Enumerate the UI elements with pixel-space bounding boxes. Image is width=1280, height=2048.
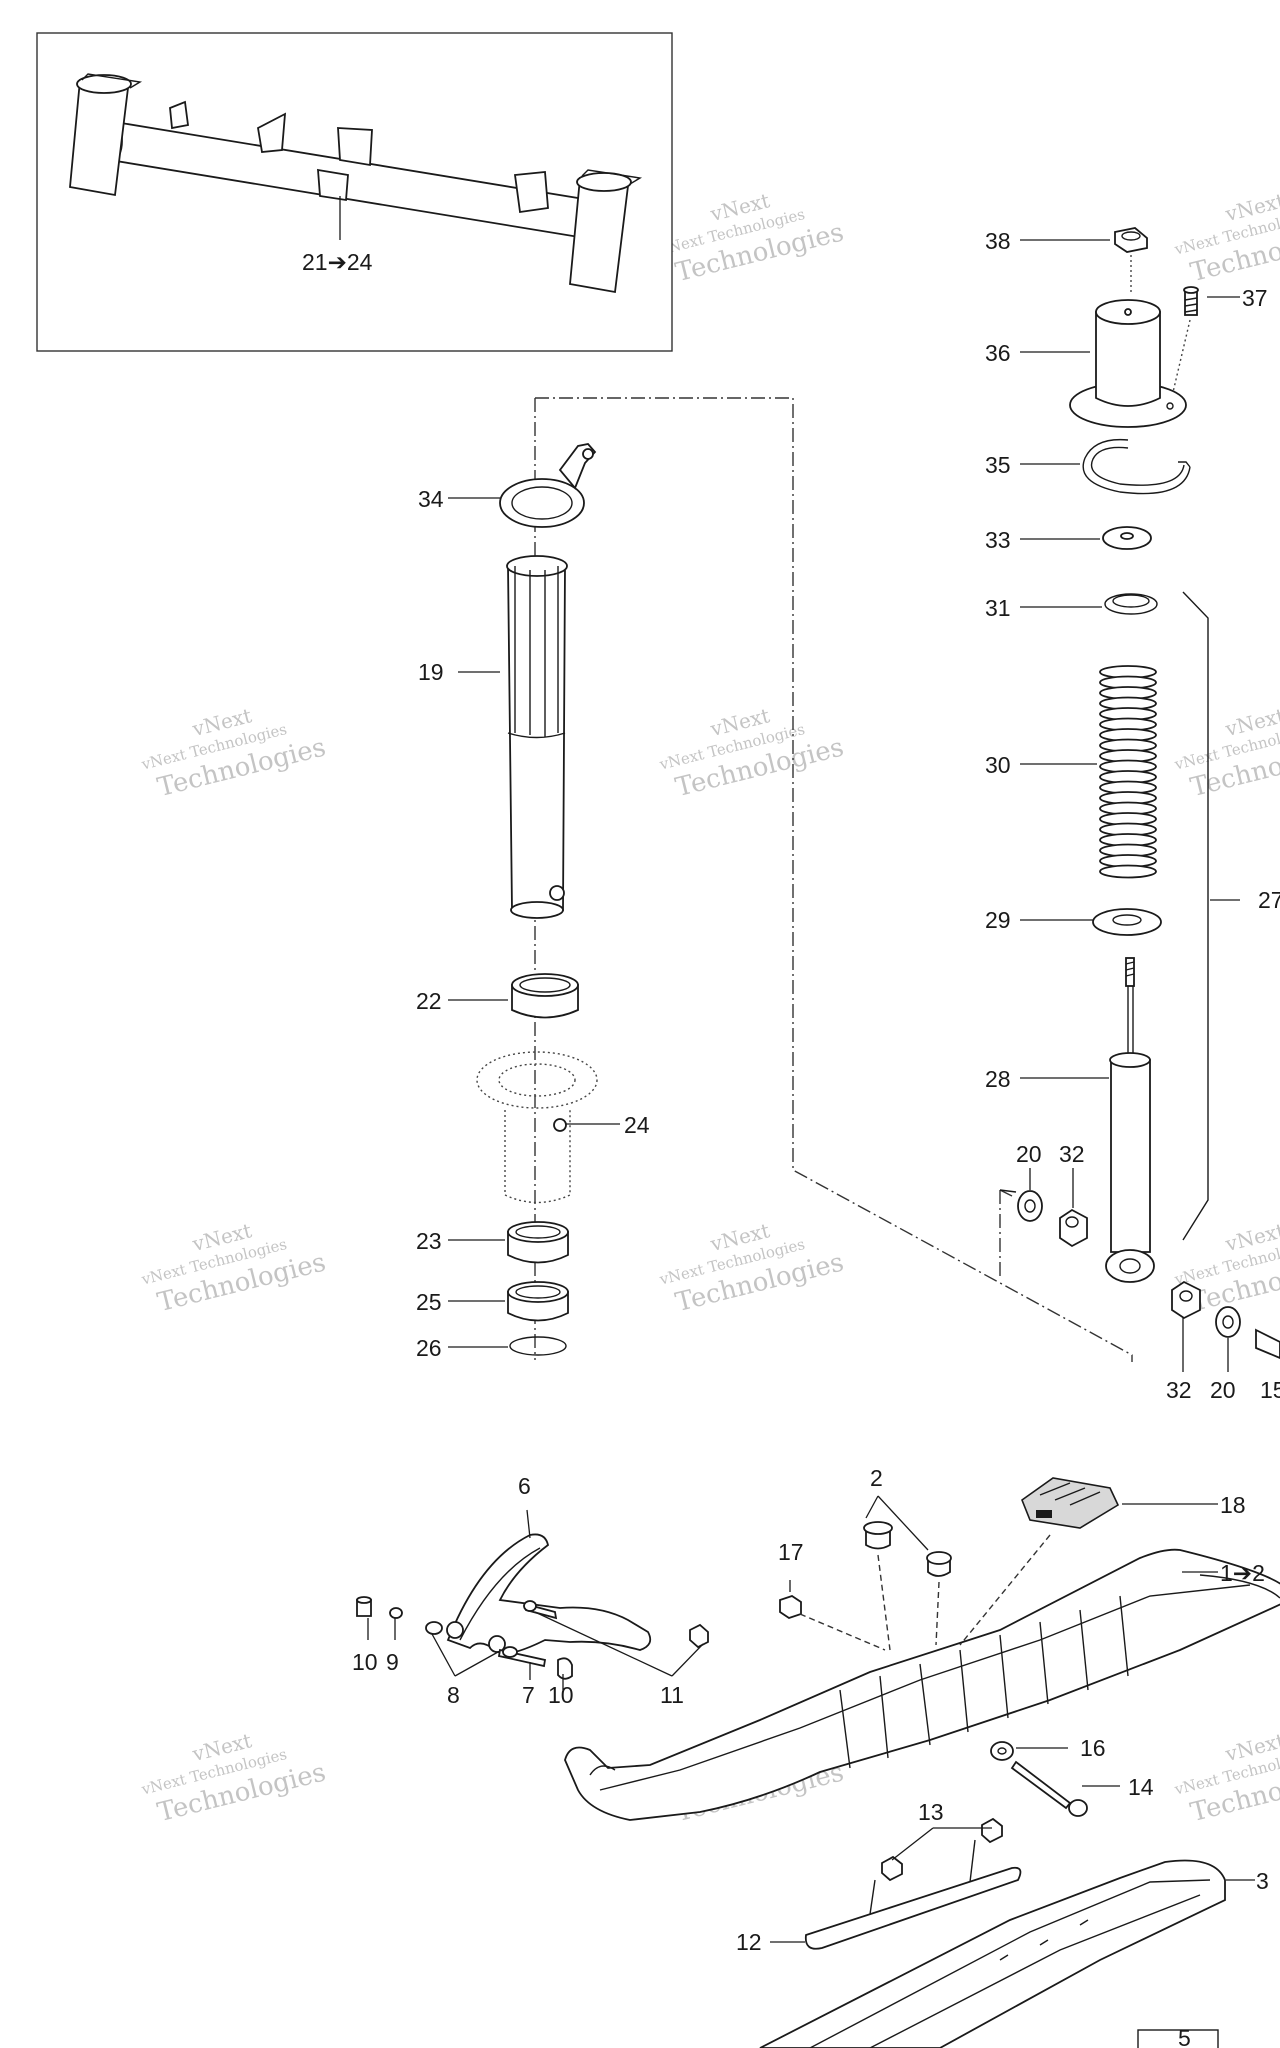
- front-frame-assembly-drawing: [69, 73, 643, 294]
- ski-pad-18-drawing: [1021, 1477, 1120, 1529]
- callout-19: 19: [418, 659, 444, 685]
- ski-1-drawing: [564, 1548, 1280, 1821]
- callout-26: 26: [416, 1335, 442, 1361]
- callout-9: 9: [386, 1649, 399, 1675]
- callout-3: 3: [1256, 1868, 1269, 1894]
- bushing-23-drawing: [507, 1221, 569, 1264]
- inset-frame-panel: 21➔24: [36, 32, 673, 352]
- callout-36: 36: [985, 340, 1011, 366]
- shock-hardware-left-drawing: [1017, 1190, 1088, 1248]
- callout-38: 38: [985, 228, 1011, 254]
- top-mount-36-drawing: [1069, 299, 1187, 428]
- label-box-5: [1137, 2029, 1219, 2048]
- spindle-housing-drawing: [476, 1051, 598, 1204]
- shock-absorber-28-drawing: [1105, 957, 1155, 1283]
- spindle-tube-drawing: [506, 555, 568, 919]
- callout-10-right: 10: [548, 1682, 574, 1708]
- callout-33: 33: [985, 527, 1011, 553]
- callout-8: 8: [447, 1682, 460, 1708]
- callout-17: 17: [778, 1539, 804, 1565]
- callout-29: 29: [985, 907, 1011, 933]
- callout-21-24: 21➔24: [302, 249, 373, 275]
- grease-fitting-drawing: [553, 1118, 567, 1132]
- callout-31: 31: [985, 595, 1011, 621]
- callout-25: 25: [416, 1289, 442, 1315]
- spring-coil: [1099, 864, 1157, 879]
- callout-32-left: 32: [1059, 1141, 1085, 1167]
- spring-clip-35-drawing: [1082, 438, 1191, 495]
- callout-37: 37: [1242, 285, 1268, 311]
- callout-27: 27: [1258, 887, 1280, 913]
- callout-20-left: 20: [1016, 1141, 1042, 1167]
- callout-30: 30: [985, 752, 1011, 778]
- callout-32-right: 32: [1166, 1377, 1192, 1403]
- ski-assembly: 6 2 18 1➔2 17 10 9 8 7 10 11 16 14 13 12…: [352, 1465, 1280, 2048]
- callout-23: 23: [416, 1228, 442, 1254]
- coil-spring-30-drawing: [1099, 665, 1157, 879]
- callout-10-left: 10: [352, 1649, 378, 1675]
- nut-38-drawing: [1114, 227, 1148, 253]
- spindle-assembly: 34 19 22 24 23 25 26: [416, 443, 650, 1361]
- bushing-2-drawing: [863, 1521, 952, 1577]
- callout-34: 34: [418, 486, 444, 512]
- callout-22: 22: [416, 988, 442, 1014]
- shock-assembly: 38 37 36 35 33 31 30 27 29 28 20 32 32 2…: [985, 227, 1280, 1403]
- callout-11: 11: [660, 1682, 684, 1708]
- callout-7: 7: [522, 1682, 535, 1708]
- callout-18: 18: [1220, 1492, 1246, 1518]
- callout-6: 6: [518, 1473, 531, 1499]
- bushing-22-drawing: [511, 973, 579, 1019]
- callout-13: 13: [918, 1799, 944, 1825]
- callout-24: 24: [624, 1112, 650, 1138]
- callout-5: 5: [1178, 2025, 1191, 2048]
- spring-seat-29-drawing: [1092, 908, 1162, 936]
- nut-17-drawing: [779, 1595, 802, 1619]
- callout-2: 2: [870, 1465, 883, 1491]
- bolt-37-drawing: [1183, 286, 1199, 316]
- callout-15: 15: [1260, 1377, 1280, 1403]
- callout-35: 35: [985, 452, 1011, 478]
- callout-20-right: 20: [1210, 1377, 1236, 1403]
- bushing-25-drawing: [507, 1281, 569, 1322]
- washer-33-drawing: [1102, 526, 1152, 550]
- ski-bolt-hardware-drawing: [990, 1741, 1088, 1817]
- callout-16: 16: [1080, 1735, 1106, 1761]
- retainer-clip-31-drawing: [1104, 593, 1158, 615]
- ski-handle-6-drawing: [446, 1533, 652, 1655]
- callout-12: 12: [736, 1929, 762, 1955]
- handle-hardware-drawing: [356, 1596, 709, 1680]
- runner-12-13-drawing: [804, 1817, 1022, 1950]
- circlip-drawing: [509, 1336, 567, 1356]
- callout-1-2: 1➔2: [1220, 1560, 1265, 1586]
- ski-base-3-drawing: [759, 1859, 1226, 2048]
- steering-arm-ring-drawing: [499, 443, 597, 528]
- shock-hardware-right-drawing: [1171, 1280, 1280, 1359]
- callout-14: 14: [1128, 1774, 1154, 1800]
- callout-28: 28: [985, 1066, 1011, 1092]
